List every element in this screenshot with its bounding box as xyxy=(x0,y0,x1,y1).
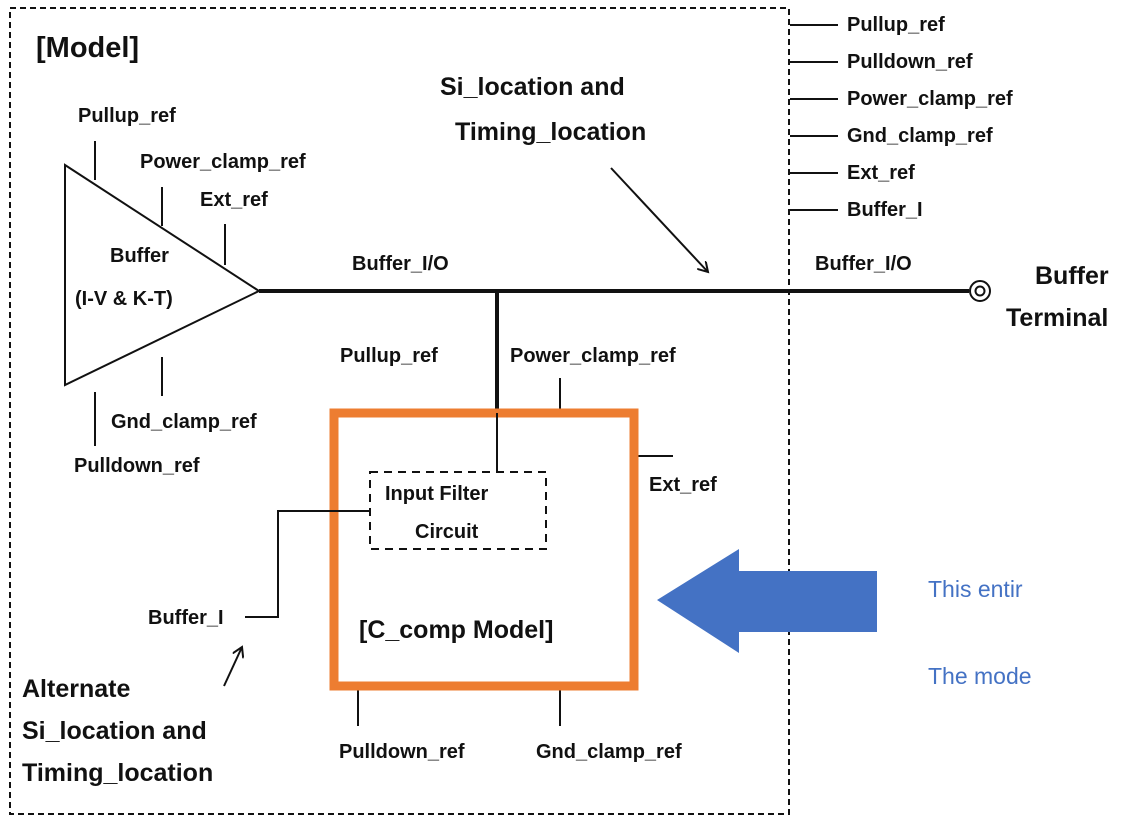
buffer-triangle xyxy=(64,163,262,387)
si-location-label-line2: Timing_location xyxy=(455,118,646,146)
buffer-pullup-ref-label: Pullup_ref xyxy=(78,105,176,127)
si-location-arrow xyxy=(610,167,708,272)
buffer-ext-ref-label: Ext_ref xyxy=(200,189,268,211)
buffer-label-line2: (I-V & K-T) xyxy=(75,288,173,310)
ccomp-box xyxy=(329,408,639,691)
right-buffer-i-label: Buffer_I xyxy=(847,199,923,221)
alternate-label-line1: Alternate xyxy=(22,675,130,703)
buffer-label-line1: Buffer xyxy=(110,245,169,267)
terminal-outer-ring xyxy=(969,280,991,302)
right-buffer-io-label: Buffer_I/O xyxy=(815,253,912,275)
buffer-io-label: Buffer_I/O xyxy=(352,253,449,275)
ccomp-power-clamp-ref-label: Power_clamp_ref xyxy=(510,345,676,367)
buffer-i-label: Buffer_I xyxy=(148,607,224,629)
model-boundary xyxy=(9,7,790,815)
right-ext-ref-label: Ext_ref xyxy=(847,162,915,184)
terminal-inner-ring xyxy=(974,285,986,297)
buffer-power-clamp-ref-label: Power_clamp_ref xyxy=(140,151,306,173)
right-pulldown-ref-label: Pulldown_ref xyxy=(847,51,973,73)
alternate-label-line2: Si_location and xyxy=(22,717,207,745)
alternate-arrow xyxy=(223,647,242,687)
right-pullup-ref-label: Pullup_ref xyxy=(847,14,945,36)
buffer-i-wire xyxy=(245,510,370,618)
pointer-arrow-icon xyxy=(657,549,877,653)
alternate-label-line3: Timing_location xyxy=(22,759,213,787)
ccomp-ext-ref-label: Ext_ref xyxy=(649,474,717,496)
buffer-pulldown-ref-label: Pulldown_ref xyxy=(74,455,200,477)
model-title: [Model] xyxy=(36,32,139,64)
ccomp-title: [C_comp Model] xyxy=(359,616,553,644)
note-line2: The mode xyxy=(928,663,1032,689)
right-gnd-clamp-ref-label: Gnd_clamp_ref xyxy=(847,125,993,147)
terminal-label-line1: Buffer xyxy=(1035,262,1109,290)
right-power-clamp-ref-label: Power_clamp_ref xyxy=(847,88,1013,110)
ccomp-gnd-clamp-ref-label: Gnd_clamp_ref xyxy=(536,741,682,763)
ccomp-pulldown-ref-label: Pulldown_ref xyxy=(339,741,465,763)
input-filter-line2: Circuit xyxy=(415,521,479,543)
input-filter-line1: Input Filter xyxy=(385,483,489,505)
si-location-label-line1: Si_location and xyxy=(440,73,625,101)
buffer-gnd-clamp-ref-label: Gnd_clamp_ref xyxy=(111,411,257,433)
terminal-label-line2: Terminal xyxy=(1006,304,1108,332)
note-line1: This entir xyxy=(928,576,1023,602)
ccomp-pullup-ref-label: Pullup_ref xyxy=(340,345,438,367)
